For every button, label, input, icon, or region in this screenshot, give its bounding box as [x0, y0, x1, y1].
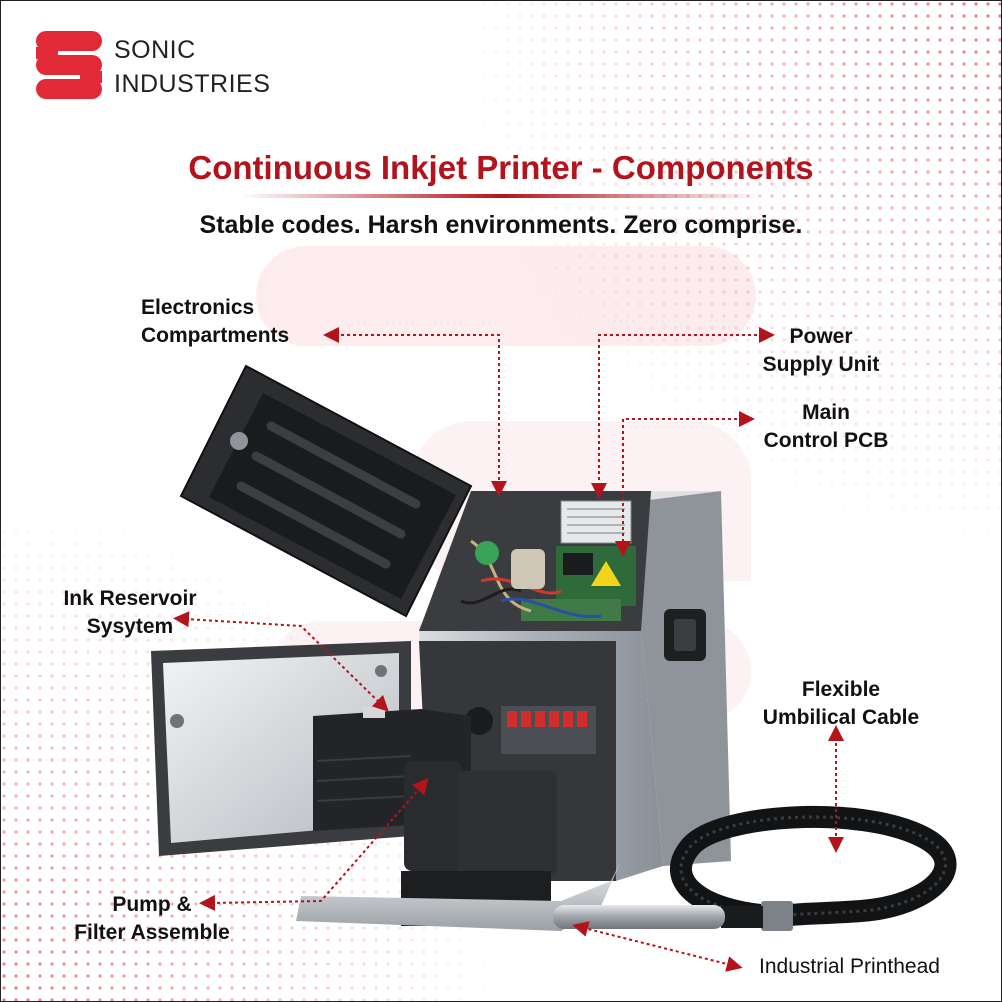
- label-line: Umbilical Cable: [743, 704, 939, 732]
- arrow-pump: [211, 781, 426, 903]
- label-line: Control PCB: [746, 427, 906, 455]
- label-line: Main: [746, 399, 906, 427]
- label-line: Compartments: [141, 322, 289, 350]
- label-power-supply-unit: Power Supply Unit: [746, 323, 896, 379]
- label-pump-filter-assembly: Pump & Filter Assemble: [56, 891, 248, 947]
- label-flexible-umbilical-cable: Flexible Umbilical Cable: [743, 676, 939, 732]
- arrow-printhead: [576, 926, 731, 965]
- label-line: Filter Assemble: [56, 919, 248, 947]
- label-line: Sysytem: [46, 613, 214, 641]
- label-industrial-printhead: Industrial Printhead: [759, 953, 940, 981]
- arrow-electronics: [335, 335, 499, 493]
- label-electronics-compartments: Electronics Compartments: [141, 294, 289, 350]
- label-line: Pump &: [56, 891, 248, 919]
- label-line: Power: [746, 323, 896, 351]
- label-line: Supply Unit: [746, 351, 896, 379]
- label-ink-reservoir-system: Ink Reservoir Sysytem: [46, 585, 214, 641]
- label-line: Flexible: [743, 676, 939, 704]
- label-line: Ink Reservoir: [46, 585, 214, 613]
- arrow-power-supply: [599, 335, 763, 495]
- arrow-main-pcb: [623, 419, 743, 553]
- arrow-ink-reservoir: [185, 619, 386, 709]
- label-main-control-pcb: Main Control PCB: [746, 399, 906, 455]
- label-line: Electronics: [141, 294, 289, 322]
